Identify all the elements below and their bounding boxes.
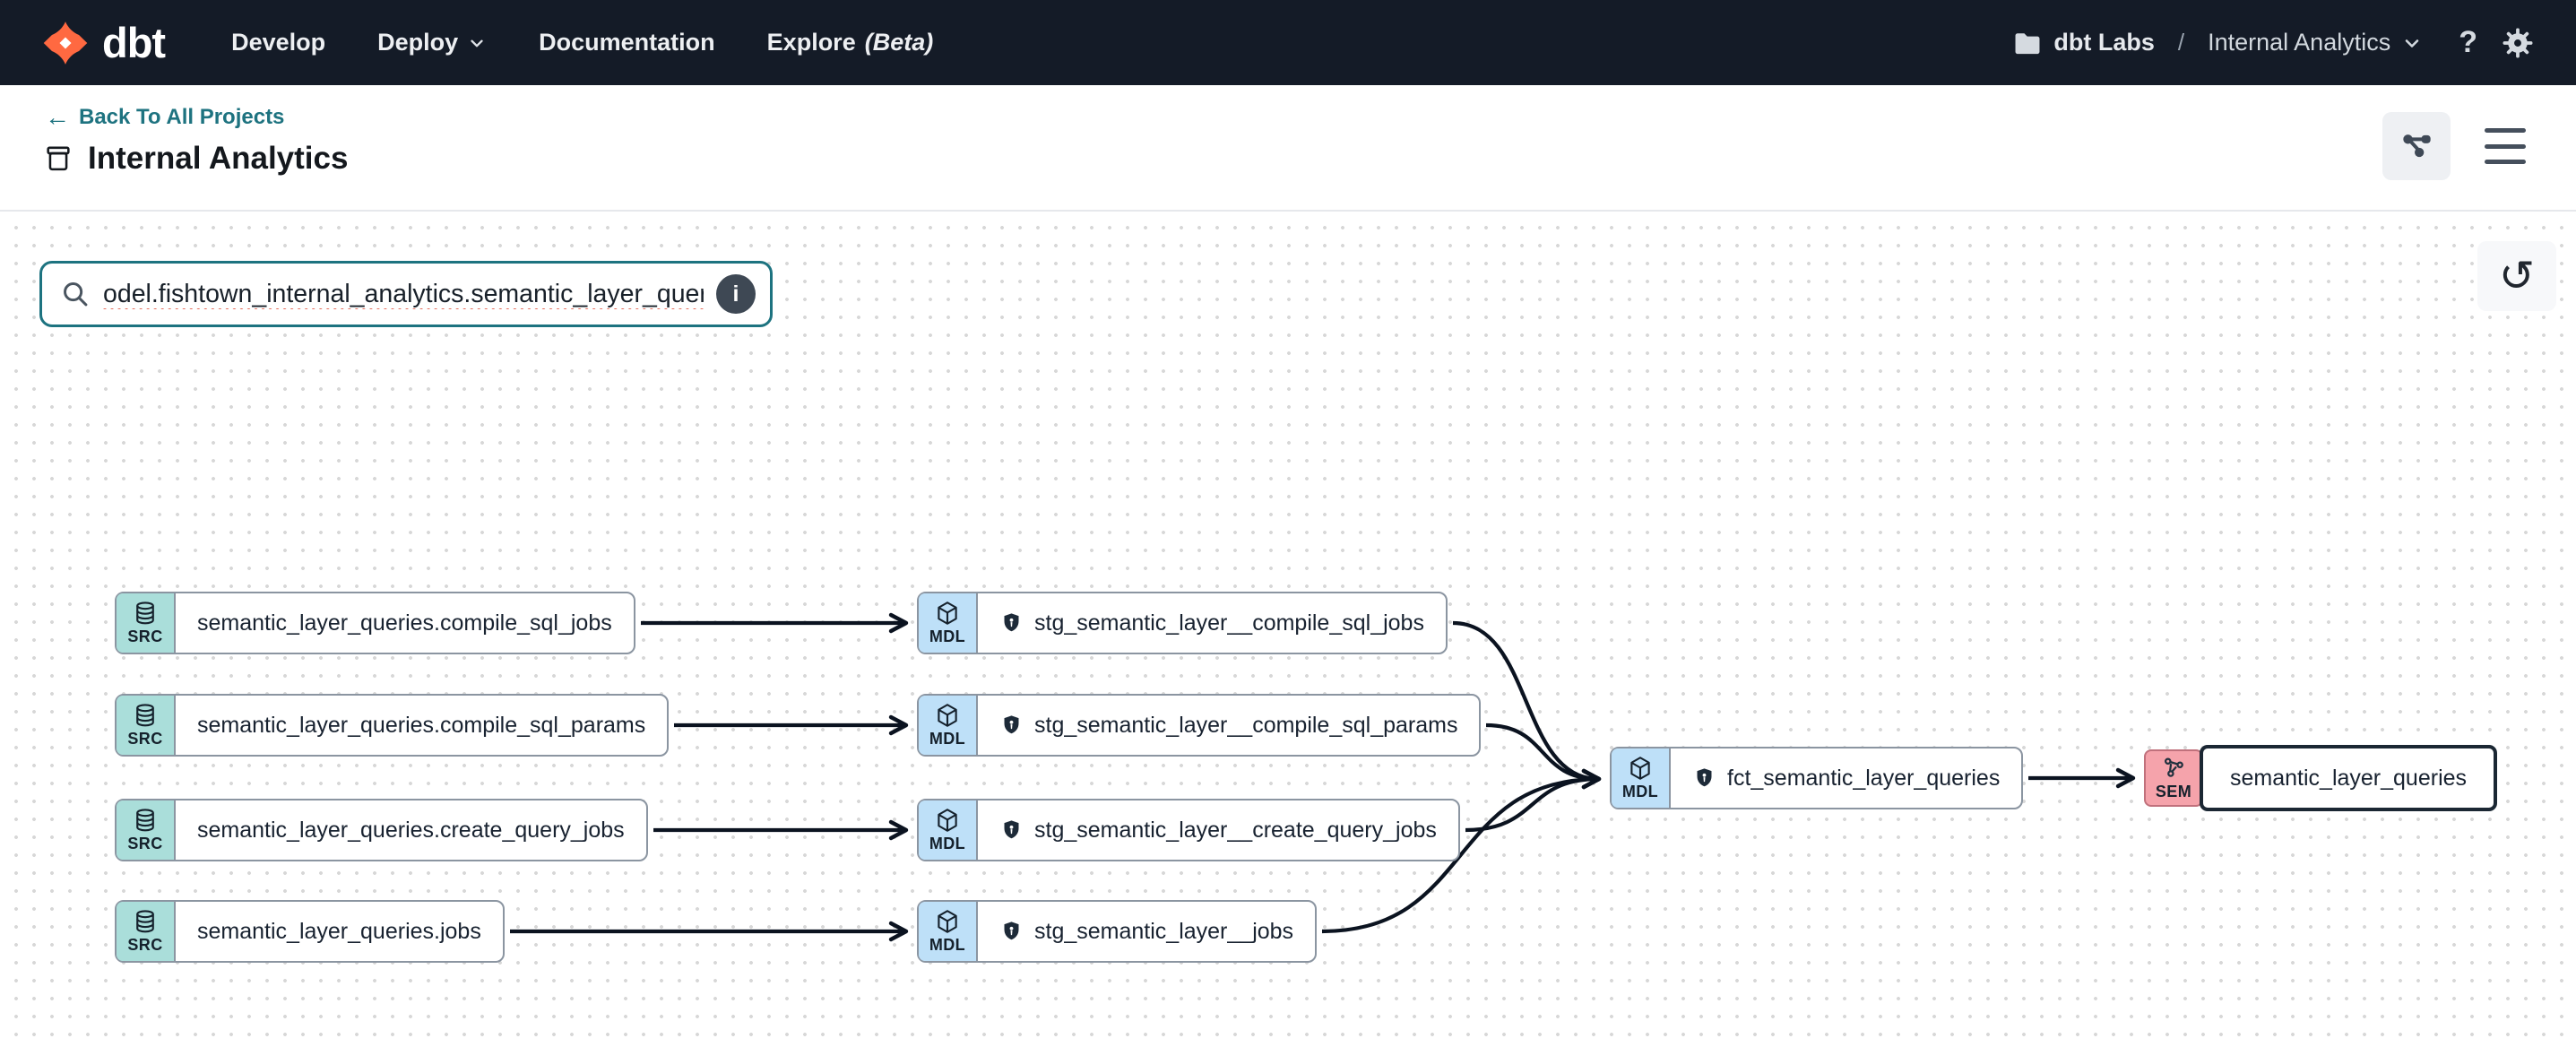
cube-icon	[938, 910, 957, 933]
title-row: Internal Analytics	[43, 141, 348, 177]
shield-icon	[1004, 819, 1019, 838]
header-actions	[2382, 112, 2526, 180]
nav-item-documentation[interactable]: Documentation	[539, 29, 715, 56]
project-name: Internal Analytics	[2208, 29, 2391, 56]
nav-item-explore[interactable]: Explore (Beta)	[766, 29, 934, 56]
node-label: fct_semantic_layer_queries	[1671, 748, 2021, 808]
dbt-logo	[43, 21, 88, 65]
mdl-type-badge: MDL	[919, 593, 978, 653]
mdl-type-badge: MDL	[919, 696, 978, 755]
nav-menu: Develop Deploy Documentation Explore (Be…	[231, 29, 933, 56]
node-label: stg_semantic_layer__compile_sql_params	[978, 696, 1479, 755]
shield-icon	[1004, 612, 1019, 631]
project-archive-icon	[47, 146, 70, 171]
mdl-type-badge: MDL	[1612, 748, 1671, 808]
shield-icon	[1697, 767, 1712, 786]
database-icon	[136, 601, 154, 625]
database-icon	[136, 704, 154, 727]
shield-icon	[1004, 921, 1019, 939]
graph-node-mdl4[interactable]: MDL stg_semantic_layer__jobs	[917, 900, 1318, 963]
mdl-type-badge: MDL	[919, 800, 978, 860]
back-arrow-icon: ←	[45, 103, 70, 131]
hamburger-icon	[2485, 128, 2526, 133]
chevron-down-icon	[2405, 39, 2419, 48]
node-label: semantic_layer_queries.jobs	[197, 918, 481, 944]
page-title: Internal Analytics	[88, 141, 349, 176]
graph-node-mdl3[interactable]: MDL stg_semantic_layer__create_query_jobs	[917, 799, 1460, 861]
edge-mdl3-fct	[1465, 768, 1602, 833]
back-to-projects-link[interactable]: ← Back To All Projects	[45, 103, 285, 131]
node-label: stg_semantic_layer__create_query_jobs	[978, 800, 1458, 860]
shield-icon	[1004, 714, 1019, 733]
reset-view-button[interactable]: ↺	[2477, 241, 2556, 311]
node-kind-label: MDL	[929, 936, 966, 954]
search-icon	[64, 282, 88, 307]
src-type-badge: SRC	[117, 800, 176, 860]
beta-tag: (Beta)	[864, 29, 934, 56]
dbt-brand[interactable]: dbt	[41, 18, 166, 67]
project-switcher[interactable]: Internal Analytics	[2208, 29, 2423, 56]
graph-node-sem[interactable]: SEM semantic_layer_queries	[2144, 745, 2498, 811]
mdl-type-badge: MDL	[919, 902, 978, 961]
database-icon	[136, 809, 154, 832]
chevron-down-icon	[471, 39, 483, 47]
node-label: semantic_layer_queries.create_query_jobs	[197, 817, 625, 843]
node-label: semantic_layer_queries	[2200, 745, 2498, 811]
graph-node-src1[interactable]: SRC semantic_layer_queries.compile_sql_jo…	[115, 592, 635, 654]
node-kind-label: SEM	[2155, 783, 2192, 800]
node-kind-label: MDL	[929, 730, 966, 748]
hamburger-menu-button[interactable]	[2485, 128, 2526, 164]
cube-icon	[1630, 757, 1650, 780]
node-kind-label: MDL	[929, 627, 966, 645]
top-nav: dbt Develop Deploy Documentation Explore…	[0, 0, 2576, 85]
nav-item-develop[interactable]: Develop	[231, 29, 326, 56]
node-kind-label: SRC	[127, 936, 163, 954]
graph-node-src4[interactable]: SRC semantic_layer_queries.jobs	[115, 900, 505, 963]
graph-node-mdl2[interactable]: MDL stg_semantic_layer__compile_sql_param…	[917, 694, 1482, 757]
node-label: stg_semantic_layer__compile_sql_jobs	[978, 593, 1446, 653]
page-header: ← Back To All Projects Internal Analytic…	[0, 85, 2576, 212]
sem-type-badge: SEM	[2144, 749, 2203, 807]
nav-item-deploy[interactable]: Deploy	[377, 29, 487, 56]
node-label: stg_semantic_layer__jobs	[978, 902, 1315, 961]
folder-icon	[2015, 32, 2040, 54]
info-icon[interactable]: i	[716, 274, 756, 314]
node-kind-label: SRC	[127, 627, 163, 645]
graph-node-src3[interactable]: SRC semantic_layer_queries.create_query_j…	[115, 799, 648, 861]
node-label: semantic_layer_queries.compile_sql_jobs	[197, 610, 612, 636]
src-type-badge: SRC	[117, 696, 176, 755]
breadcrumb-separator: /	[2177, 29, 2185, 56]
graph-node-fct[interactable]: MDL fct_semantic_layer_queries	[1610, 747, 2024, 809]
lineage-canvas[interactable]: odel.fishtown_internal_analytics.semanti…	[0, 212, 2576, 1047]
cube-icon	[938, 809, 957, 832]
graph-node-src2[interactable]: SRC semantic_layer_queries.compile_sql_pa…	[115, 694, 670, 757]
src-type-badge: SRC	[117, 902, 176, 961]
lineage-view-button[interactable]	[2382, 112, 2451, 180]
brand-name: dbt	[102, 19, 166, 66]
account-switcher[interactable]: dbt Labs	[2012, 28, 2155, 58]
semantic-model-icon	[2165, 757, 2183, 777]
database-icon	[136, 910, 154, 933]
cube-icon	[938, 601, 957, 625]
account-name: dbt Labs	[2053, 29, 2155, 56]
node-kind-label: SRC	[127, 835, 163, 852]
reset-view-icon: ↺	[2498, 251, 2536, 301]
node-kind-label: MDL	[929, 835, 966, 852]
gear-icon[interactable]	[2501, 26, 2535, 60]
graph-node-mdl1[interactable]: MDL stg_semantic_layer__compile_sql_jobs	[917, 592, 1448, 654]
search-input[interactable]: odel.fishtown_internal_analytics.semanti…	[103, 279, 704, 308]
edge-mdl2-fct	[1485, 723, 1602, 790]
src-type-badge: SRC	[117, 593, 176, 653]
node-kind-label: SRC	[127, 730, 163, 748]
node-label: semantic_layer_queries.compile_sql_param…	[197, 712, 646, 738]
nav-right: dbt Labs / Internal Analytics ?	[2012, 25, 2535, 60]
lineage-search-box[interactable]: odel.fishtown_internal_analytics.semanti…	[39, 261, 773, 327]
node-kind-label: MDL	[1621, 783, 1659, 800]
cube-icon	[938, 704, 957, 727]
lineage-graph-icon	[2403, 134, 2431, 158]
help-icon[interactable]: ?	[2459, 25, 2477, 59]
